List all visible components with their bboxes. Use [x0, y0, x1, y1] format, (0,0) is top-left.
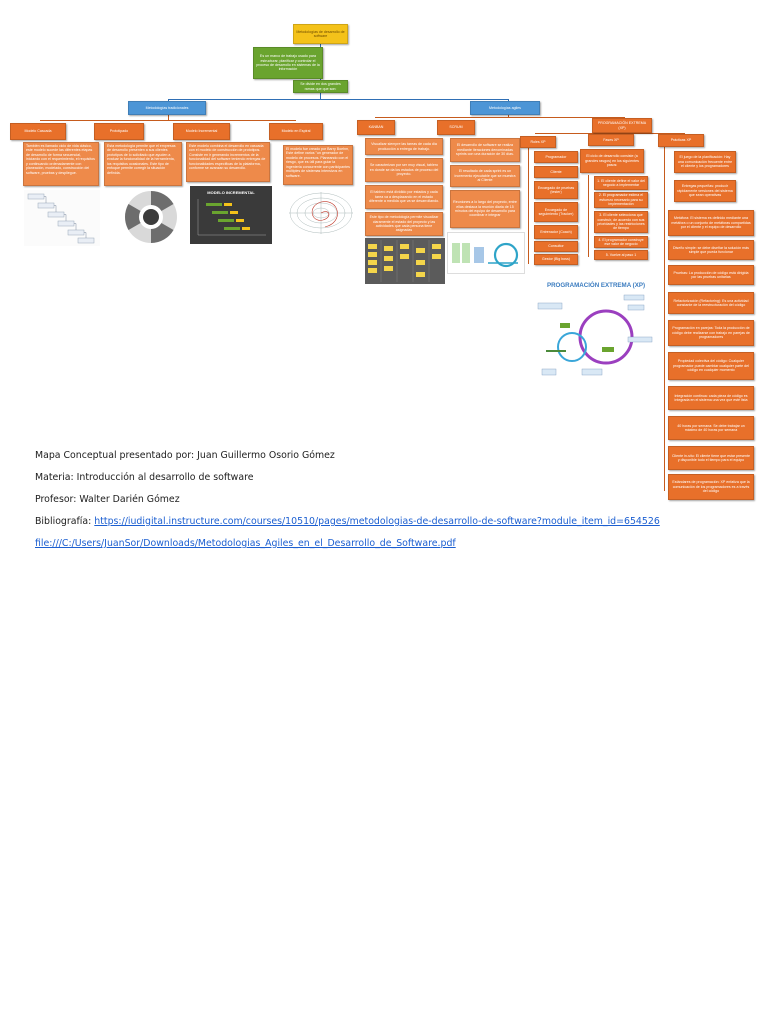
- kanban-item-4: Este tipo de metodología permite visuali…: [365, 212, 443, 236]
- model-espiral: Modelo en Espiral: [269, 123, 323, 140]
- bibliography-link-2[interactable]: file:///C:/Users/JuanSor/Downloads/Metod…: [35, 538, 456, 549]
- xp-role-3: Encargado de pruebas (tester): [534, 181, 578, 199]
- scrum-item-1: El desarrollo de software se realiza med…: [450, 138, 520, 162]
- xp-practice-5: Pruebas: La producción de código está di…: [668, 265, 754, 285]
- xp-phases-intro: El ciclo de desarrollo consiste (a grand…: [580, 149, 644, 173]
- connector-roles-v: [528, 146, 529, 264]
- kanban-item-1: Visualizar siempre las tareas de cada dí…: [365, 138, 443, 155]
- agile-title: Metodologías agiles: [470, 101, 540, 115]
- scrum-diagram: [447, 232, 525, 274]
- professor-line: Profesor: Walter Darién Gómez: [35, 494, 180, 505]
- bibliography-label: Bibliografía:: [35, 516, 95, 527]
- scrum-item-2: El resultado de cada sprint es un increm…: [450, 165, 520, 187]
- cascada-diagram: [24, 190, 100, 246]
- connector-agile-down: [508, 113, 509, 118]
- author-line: Mapa Conceptual presentado por: Juan Gui…: [35, 450, 335, 461]
- xp-practice-12: Estándares de programación: XP enfatiza …: [668, 474, 754, 500]
- bibliography-line: Bibliografía: https://iudigital.instruct…: [35, 516, 660, 527]
- scrum-item-3: Reuniones a lo largo del proyecto, entre…: [450, 190, 520, 228]
- connector-agile-h: [375, 117, 625, 118]
- xp-role-5: Entrenador (Coach): [534, 225, 578, 239]
- subject-line: Materia: Introducción al desarrollo de s…: [35, 472, 254, 483]
- xp-practice-8: Propiedad colectiva del código: Cualquie…: [668, 352, 754, 380]
- xp-phase-5: 5. Vuelve al paso 1: [594, 250, 648, 260]
- xp-role-4: Encargado de seguimiento (Tracker): [534, 202, 578, 222]
- model-prototipado: Prototipado: [94, 123, 144, 140]
- connector-agile-v: [508, 99, 509, 102]
- xp-practices-title: Prácticas XP: [658, 134, 704, 147]
- xp-practice-6: Refactorización (Refactoring): Es una ac…: [668, 292, 754, 314]
- connector-trad-v: [168, 99, 169, 102]
- xp-role-1: Programador: [534, 151, 578, 163]
- connector-phases-v: [588, 175, 589, 257]
- xp-role-6: Consultor: [534, 241, 578, 252]
- xp-phase-3: 3. El cliente selecciona que construir, …: [594, 211, 648, 233]
- connector-xp-h: [535, 133, 685, 134]
- kanban-item-3: El tablero está dividido por estados y c…: [365, 185, 443, 209]
- model-espiral-desc: El modelo fue creado por Barry Boehm, Es…: [283, 145, 353, 185]
- traditional-title: Metodologías tradicionales: [128, 101, 206, 115]
- xp-title: PROGRAMACIÓN EXTREMA (XP): [592, 118, 652, 133]
- bibliography-link-1[interactable]: https://iudigital.instructure.com/course…: [94, 516, 660, 527]
- scrum-title: SCRUM: [437, 120, 475, 135]
- model-prototipado-desc: Esta metodología permite que el empresas…: [104, 142, 182, 186]
- xp-phase-4: 4. El programador construye ese valor de…: [594, 236, 648, 248]
- xp-roles-title: Roles XP: [520, 136, 556, 148]
- connector-practices-v: [664, 146, 665, 491]
- incremental-diagram: MODELO INCREMENTAL: [190, 186, 272, 244]
- xp-practice-7: Programación en parejas: Toda la producc…: [668, 320, 754, 346]
- xp-phase-1: 1. El cliente define el valor del negoci…: [594, 176, 648, 190]
- kanban-title: KANBAN: [357, 120, 395, 135]
- xp-practice-4: Diseño simple: se debe diseñar la soluci…: [668, 240, 754, 260]
- connector-root: [320, 44, 321, 48]
- model-incremental-desc: Este modelo combina el desarrollo en cas…: [186, 142, 270, 182]
- xp-practice-3: Metáfora: El sistema es definido mediant…: [668, 210, 754, 236]
- xp-practice-9: Integración continua: cada pieza de códi…: [668, 386, 754, 410]
- connector-trad-down: [168, 113, 169, 121]
- root-definition: Es un marco de trabajo usado para estruc…: [253, 47, 323, 79]
- prototipado-diagram: [118, 188, 184, 246]
- xp-diagram: PROGRAMACIÓN EXTREMA (XP): [536, 280, 656, 390]
- xp-phase-2: 2. El programador estima el esfuerzo nec…: [594, 192, 648, 208]
- espiral-diagram: [285, 190, 357, 236]
- xp-practice-1: El juego de la planificación: Hay una co…: [674, 151, 736, 173]
- xp-role-7: Gestor (Big boss): [534, 254, 578, 265]
- kanban-item-2: Se caracterizan por ser muy visual, tabl…: [365, 158, 443, 182]
- root-title: Metodologías de desarrollo de software: [293, 24, 348, 44]
- model-cascada: Modelo Cascada: [10, 123, 66, 140]
- connector-branches-h: [168, 99, 508, 100]
- xp-phases-title: Fases XP: [588, 134, 634, 146]
- xp-diagram-title: PROGRAMACIÓN EXTREMA (XP): [546, 282, 646, 289]
- xp-practice-11: Cliente in-situ: El cliente tiene que es…: [668, 446, 754, 470]
- kanban-board: [365, 238, 445, 284]
- incremental-diagram-title: MODELO INCREMENTAL: [207, 190, 255, 195]
- model-incremental: Modelo Incremental: [173, 123, 230, 140]
- xp-practice-2: Entregas pequeñas: producir rápidamente …: [674, 180, 736, 202]
- xp-role-2: Cliente: [534, 166, 578, 178]
- xp-practice-10: 40 horas por semana: Se debe trabajar un…: [668, 416, 754, 440]
- root-division: Se divide en dos grandes ramas que que s…: [293, 80, 348, 93]
- model-cascada-desc: También es llamado ciclo de vida clásico…: [23, 142, 99, 186]
- connector-branch-mid: [320, 92, 321, 100]
